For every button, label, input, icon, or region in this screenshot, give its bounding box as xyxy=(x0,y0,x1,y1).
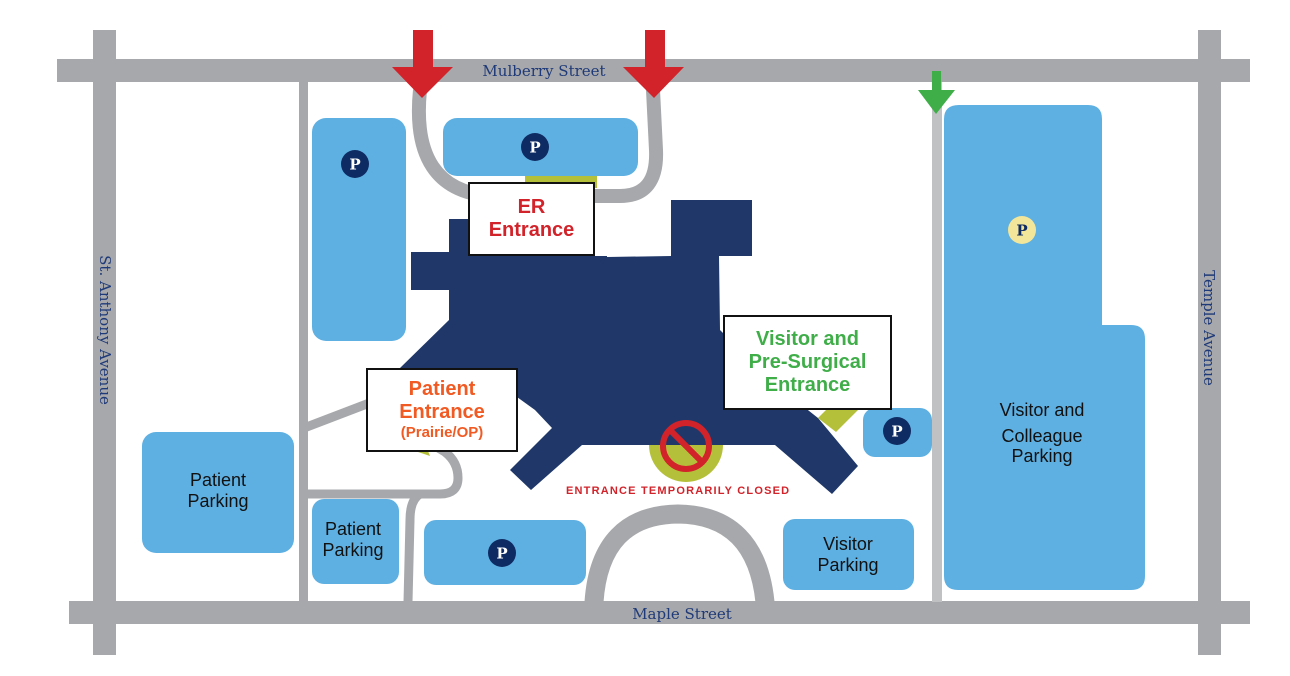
patient-entrance-line2: Entrance xyxy=(399,401,485,424)
visitor-entrance-line1: Visitor and xyxy=(756,328,859,350)
drive-west-inner xyxy=(299,82,308,602)
patient-entrance-line1: Patient xyxy=(408,378,476,401)
er-entrance-line2: Entrance xyxy=(488,219,575,241)
street-label-north: Mulberry Street xyxy=(482,62,605,80)
drive-patient-diagonal xyxy=(302,397,374,433)
street-label-east: Temple Avenue xyxy=(1200,270,1218,386)
street-label-south: Maple Street xyxy=(632,605,732,623)
visitor-entrance-label: Visitor and Pre-Surgical Entrance xyxy=(723,315,892,410)
visitor-entrance-line2: Pre-Surgical xyxy=(748,351,867,373)
drive-east-inner xyxy=(932,82,942,602)
svg-text:P: P xyxy=(529,139,540,157)
road-temple-avenue xyxy=(1198,30,1221,655)
svg-text:P: P xyxy=(891,423,902,441)
parking-icon: P xyxy=(1008,216,1036,244)
parking-icon: P xyxy=(341,150,369,178)
lot-label-visitor-south: Visitor xyxy=(823,534,873,554)
visitor-entrance-line3: Entrance xyxy=(764,374,851,396)
lot-label-visitor-colleague: Visitor and xyxy=(1000,400,1085,420)
drive-patient-loop xyxy=(304,436,463,499)
lot-label-patient-west: Parking xyxy=(187,491,248,511)
lot-label-patient-small: Parking xyxy=(322,540,383,560)
patient-entrance-line3: (Prairie/OP) xyxy=(400,424,484,442)
parking-icon: P xyxy=(521,133,549,161)
er-arrow-right-icon xyxy=(623,30,684,98)
closed-entrance-accent xyxy=(649,445,723,482)
no-entry-icon xyxy=(660,420,712,472)
lot-label-visitor-south: Parking xyxy=(817,555,878,575)
patient-entrance-label: Patient Entrance (Prairie/OP) xyxy=(366,368,518,452)
er-entrance-line1: ER xyxy=(517,196,546,218)
visitor-arrow-icon xyxy=(918,71,955,114)
svg-text:P: P xyxy=(349,156,360,174)
parking-lot-visitor-south xyxy=(783,519,914,590)
lot-label-visitor-colleague: Colleague xyxy=(1001,426,1082,446)
svg-text:P: P xyxy=(496,545,507,563)
street-label-west: St. Anthony Avenue xyxy=(96,255,114,405)
parking-lot-west-tall xyxy=(312,118,406,341)
lot-label-patient-west: Patient xyxy=(190,470,246,490)
er-entrance-label: ER Entrance xyxy=(468,182,595,256)
south-arc-drive xyxy=(584,504,775,604)
parking-lot-patient-small xyxy=(312,499,399,584)
lot-label-visitor-colleague: Parking xyxy=(1011,446,1072,466)
road-maple-street xyxy=(69,601,1250,624)
parking-lot-patient-west xyxy=(142,432,294,553)
er-arrow-left-icon xyxy=(392,30,453,98)
road-st-anthony-avenue xyxy=(93,30,116,655)
hospital-building xyxy=(400,200,858,494)
lot-label-patient-small: Patient xyxy=(325,519,381,539)
svg-text:P: P xyxy=(1016,222,1027,240)
parking-lot-visitor-colleague xyxy=(944,105,1145,590)
drive-patient-south xyxy=(403,490,423,603)
parking-icon: P xyxy=(488,539,516,567)
entrance-closed-notice: ENTRANCE TEMPORARILY CLOSED xyxy=(566,485,791,497)
parking-icon: P xyxy=(883,417,911,445)
